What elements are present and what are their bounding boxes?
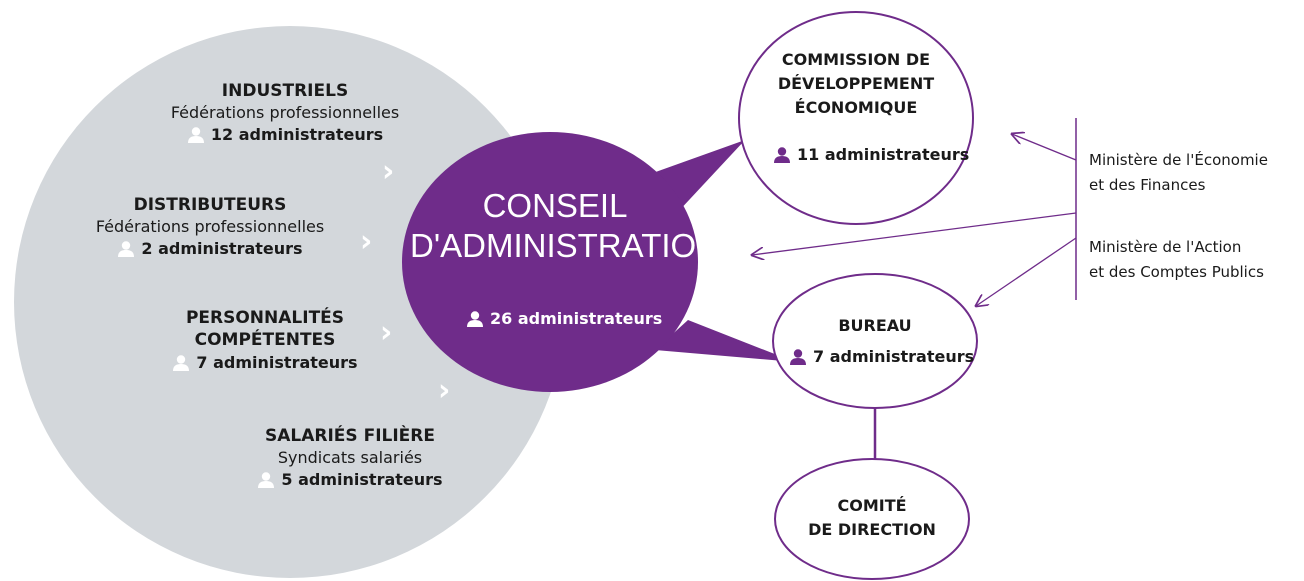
chevron-right-icon: › (382, 154, 395, 189)
group-subtitle: Fédérations professionnelles (95, 217, 325, 236)
group-title: SALARIÉS FILIÈRE (265, 426, 435, 446)
group-distributeurs: DISTRIBUTEURS Fédérations professionnell… (60, 194, 360, 261)
group-personnalites: PERSONNALITÉS COMPÉTENTES 7 administrate… (140, 307, 390, 375)
commission-title: COMMISSION DE DÉVELOPPEMENT ÉCONOMIQUE (777, 50, 935, 117)
bureau-title: BUREAU (838, 316, 912, 335)
chevron-right-icon: › (380, 315, 393, 350)
person-icon (172, 355, 190, 371)
person-icon (187, 127, 205, 143)
person-icon (466, 311, 484, 327)
group-title: PERSONNALITÉS (185, 308, 345, 328)
group-title: INDUSTRIELS (221, 81, 349, 101)
conseil-ellipse (402, 132, 698, 392)
group-count: 12 administrateurs (187, 123, 383, 147)
person-icon (773, 147, 791, 163)
conseil-title: CONSEIL D'ADMINISTRATION (410, 186, 721, 266)
group-title: DISTRIBUTEURS (133, 195, 287, 215)
membership-circle (14, 26, 566, 578)
group-subtitle: Syndicats salariés (277, 448, 423, 467)
bureau-ellipse (772, 273, 978, 409)
arrow-to-bureau (976, 237, 1077, 306)
group-count: 2 administrateurs (117, 237, 303, 261)
comite-ellipse (774, 458, 970, 580)
chevron-right-icon: › (360, 224, 373, 259)
chevron-right-icon: › (438, 373, 451, 408)
group-count: 5 administrateurs (257, 468, 443, 492)
group-subtitle: Fédérations professionnelles (170, 103, 400, 122)
group-salaries: SALARIÉS FILIÈRE Syndicats salariés 5 ad… (220, 425, 480, 492)
arrow-to-commission (1012, 134, 1077, 161)
group-industriels: INDUSTRIELS Fédérations professionnelles… (120, 80, 450, 147)
ministry-action: Ministère de l'Action et des Comptes Pub… (1089, 238, 1264, 281)
arrow-to-conseil (752, 212, 1077, 255)
group-count: 7 administrateurs (172, 351, 358, 375)
comite-title: COMITÉ DE DIRECTION (808, 496, 936, 539)
conseil-title-line1: CONSEIL (482, 187, 628, 224)
person-icon (789, 349, 807, 365)
conseil-count: 26 administrateurs (466, 307, 662, 331)
conseil-bubble-tail (655, 320, 795, 362)
ministry-economie: Ministère de l'Économie et des Finances (1089, 151, 1268, 194)
group-title-line2: COMPÉTENTES (194, 330, 336, 350)
person-icon (257, 472, 275, 488)
conseil-title-line2: D'ADMINISTRATION (410, 227, 721, 264)
bureau-count: 7 administrateurs (789, 345, 974, 369)
commission-ellipse (738, 11, 974, 225)
person-icon (117, 241, 135, 257)
commission-count: 11 administrateurs (773, 143, 969, 167)
